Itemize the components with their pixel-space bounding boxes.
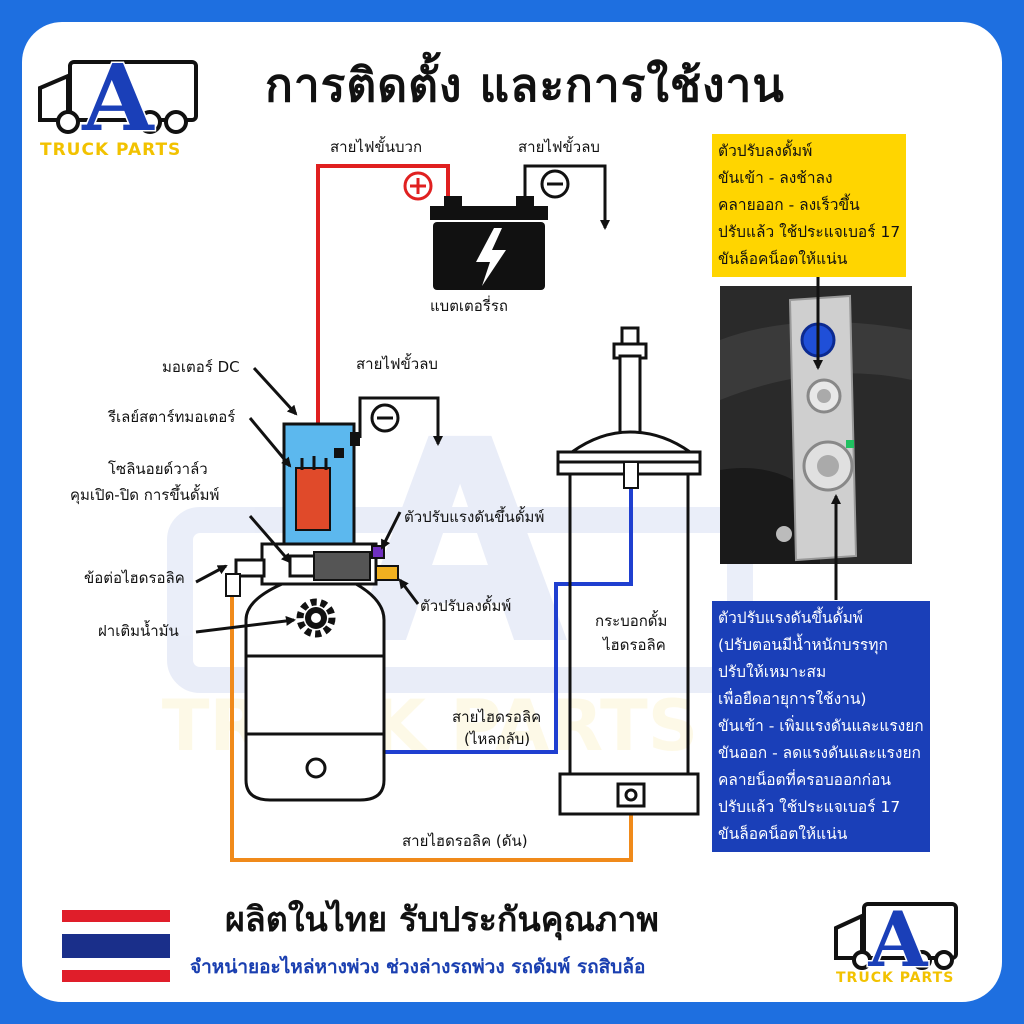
battery (430, 196, 548, 290)
pointer-lines (195, 366, 420, 634)
oil-tank (244, 582, 386, 802)
plus-icon (403, 171, 433, 201)
motor-negative-wire (358, 396, 443, 446)
label-battery: แบตเตอรี่รถ (430, 297, 509, 315)
blue-note-line: ปรับแล้ว ใช้ประแจเบอร์ 17 (718, 798, 901, 816)
label-solenoid-line1: โซลินอยด์วาล์ว (108, 460, 208, 478)
blue-note-line: (ปรับตอนมีน้ำหนักบรรทุก (718, 636, 888, 654)
logo-letter: A (81, 44, 155, 152)
blue-note-line: ตัวปรับแรงดันขึ้นดั้มพ์ (718, 609, 864, 627)
footer-main-text: ผลิตในไทย รับประกันคุณภาพ (225, 900, 659, 940)
blue-note-line: ขันล็อคน็อตให้แน่น (718, 825, 848, 843)
label-dc-motor: มอเตอร์ DC (162, 358, 240, 376)
blue-note-line: ขันออก - ลดแรงดันและแรงยก (718, 744, 921, 762)
label-solenoid-line2: คุมเปิด-ปิด การขึ้นดั้มพ์ (70, 486, 220, 504)
dump-cylinder (556, 326, 702, 816)
yellow-note-line: ปรับแล้ว ใช้ประแจเบอร์ 17 (718, 223, 901, 241)
gear-icon (296, 598, 336, 638)
watermark: A TRUCK PARTS (162, 381, 753, 767)
yellow-note-line: ขันเข้า - ลงช้าลง (718, 169, 833, 187)
truck-icon (834, 902, 958, 970)
label-battery-negative-wire: สายไฟขั้วลบ (518, 138, 600, 156)
label-return-hose-line2: (ไหลกลับ) (464, 730, 531, 748)
label-lower-adjuster: ตัวปรับลงดั้มพ์ (420, 597, 512, 615)
blue-note-line: เพื่อยืดอายุการใช้งาน) (718, 690, 867, 708)
logo-letter: A (868, 895, 929, 984)
yellow-note-line: ขันล็อคน็อตให้แน่น (718, 250, 848, 268)
valve-photo (720, 286, 912, 564)
svg-text:TRUCK PARTS: TRUCK PARTS (162, 685, 698, 767)
logo-bottom-right: A (834, 894, 958, 986)
yellow-note: ตัวปรับลงดั้มพ์ ขันเข้า - ลงช้าลง คลายออ… (712, 134, 907, 277)
label-motor-negative-wire: สายไฟขั้วลบ (356, 355, 438, 373)
label-cylinder-line1: กระบอกดั้ม (595, 612, 668, 630)
page-title: การติดตั้ง และการใช้งาน (265, 58, 785, 112)
truck-icon (38, 60, 198, 134)
logo-text-bottom: TRUCK PARTS (836, 970, 955, 986)
label-cylinder-line2: ไฮดรอลิค (603, 636, 666, 654)
minus-icon (540, 169, 570, 199)
hydraulic-fitting (225, 573, 241, 597)
label-raise-pressure-adjuster: ตัวปรับแรงดันขึ้นดั้มพ์ (404, 508, 545, 526)
yellow-note-line: ตัวปรับลงดั้มพ์ (718, 142, 813, 160)
lightning-icon (476, 228, 506, 286)
raise-pressure-knob (371, 545, 385, 559)
label-positive-wire: สายไฟขั้นบวก (330, 138, 423, 156)
label-return-hose-line1: สายไฮดรอลิค (452, 708, 542, 726)
blue-note-line: ปรับให้เหมาะสม (718, 663, 827, 681)
battery-negative-wire (523, 164, 610, 230)
thailand-flag-icon (62, 910, 170, 982)
minus-icon (370, 403, 400, 433)
positive-wire (316, 164, 450, 474)
label-oil-filler-cap: ฝาเติมน้ำมัน (98, 622, 179, 640)
logo-text-top: TRUCK PARTS (40, 140, 182, 160)
label-push-hose: สายไฮดรอลิค (ดัน) (402, 832, 528, 850)
yellow-note-line: คลายออก - ลงเร็วขึ้น (718, 196, 860, 214)
pump-unit (225, 422, 399, 802)
blue-note-line: คลายน็อตที่ครอบออกก่อน (718, 771, 891, 789)
lower-knob (375, 565, 399, 581)
label-starter-relay: รีเลย์สตาร์ทมอเตอร์ (108, 408, 236, 426)
blue-note-line: ขันเข้า - เพิ่มแรงดันและแรงยก (718, 717, 924, 735)
gear-icon (624, 788, 638, 802)
starter-relay (295, 467, 331, 531)
blue-note: ตัวปรับแรงดันขึ้นดั้มพ์ (ปรับตอนมีน้ำหนั… (712, 601, 930, 852)
logo-top-left: A (38, 43, 198, 154)
push-hose (230, 580, 633, 862)
label-hydraulic-fitting: ข้อต่อไฮดรอลิค (84, 569, 185, 587)
footer-sub-text: จำหน่ายอะไหล่หางพ่วง ช่วงล่างรถพ่วง รถดั… (190, 956, 646, 978)
